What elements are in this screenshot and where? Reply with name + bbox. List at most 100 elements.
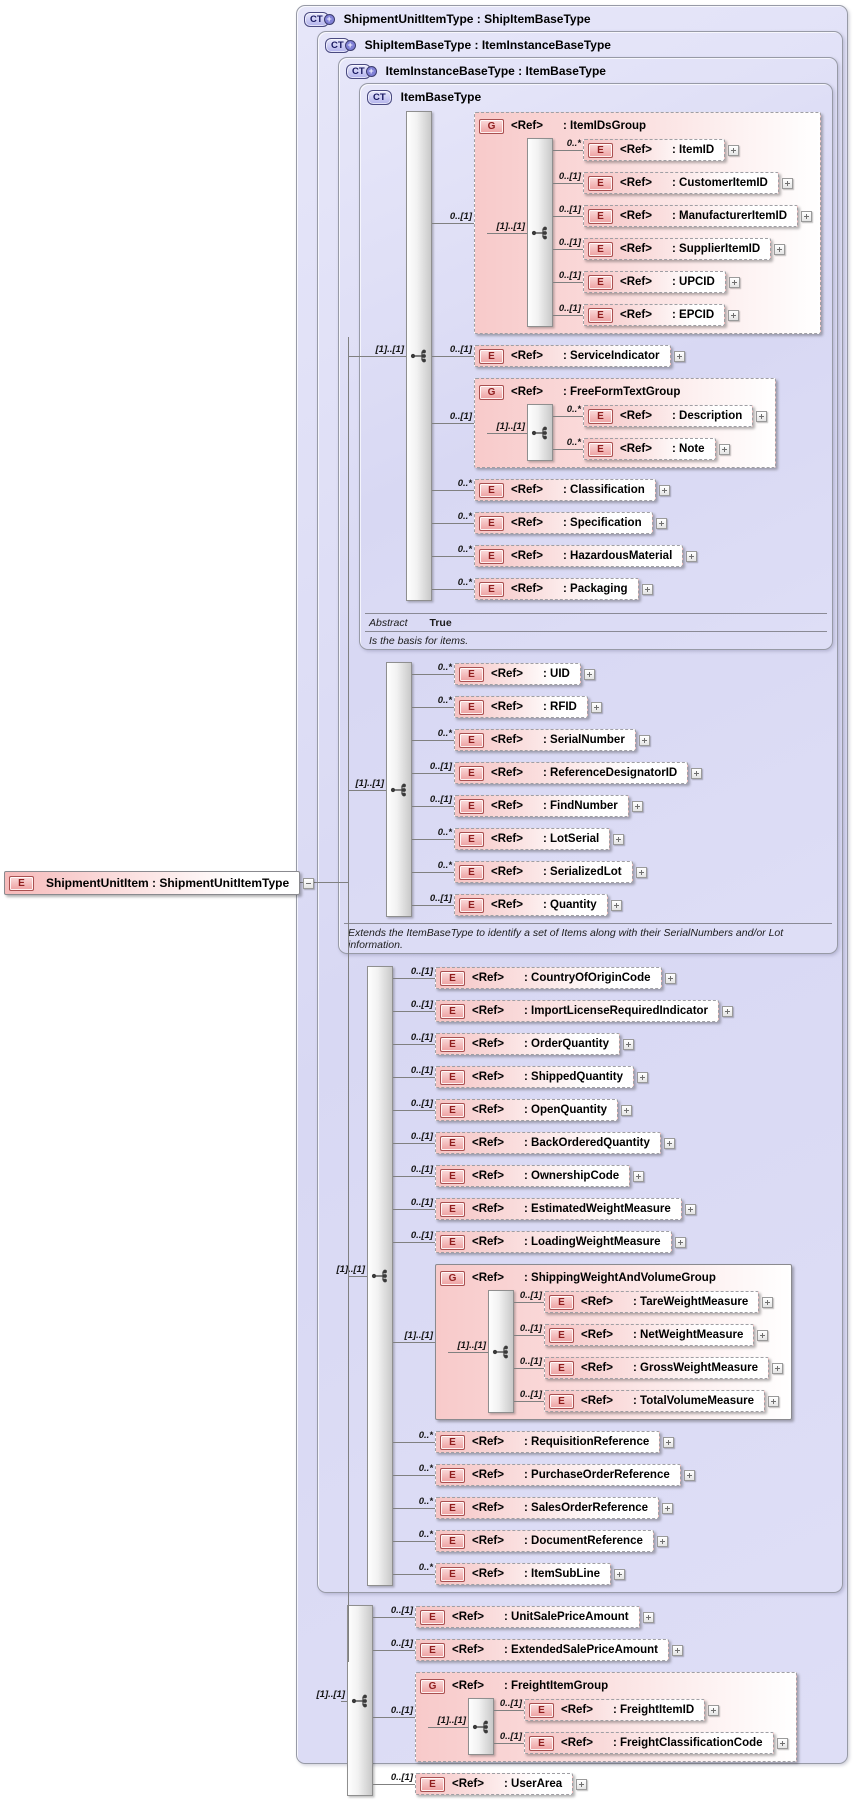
sequence-bar[interactable] [527,138,553,327]
expand-icon[interactable] [691,767,703,779]
element-box-grossweightmeasure[interactable]: E<Ref>: GrossWeightMeasure [544,1357,770,1379]
expand-icon[interactable] [781,177,793,189]
expand-icon[interactable] [662,1502,674,1514]
expand-icon[interactable] [576,1778,588,1790]
expand-icon[interactable] [756,410,768,422]
element-box-unitsalepriceamount[interactable]: E<Ref>: UnitSalePriceAmount [415,1606,640,1628]
complextype-header-shipitembasetype[interactable]: CT+ ShipItemBaseType : ItemInstanceBaseT… [318,32,842,57]
element-box-specification[interactable]: E<Ref>: Specification [474,512,653,534]
element-box-rfid[interactable]: E<Ref>: RFID [454,696,588,718]
group-header[interactable]: G <Ref> : ItemIDsGroup [479,116,812,136]
expand-icon[interactable] [655,517,667,529]
expand-icon[interactable] [590,701,602,713]
element-box-manufactureritemid[interactable]: E<Ref>: ManufacturerItemID [583,205,799,227]
expand-icon[interactable] [728,144,740,156]
element-box-shippedquantity[interactable]: E<Ref>: ShippedQuantity [435,1066,635,1088]
sequence-bar[interactable] [367,966,393,1586]
expand-icon[interactable] [583,668,595,680]
expand-icon[interactable] [801,210,813,222]
expand-icon[interactable] [614,1568,626,1580]
element-box-upcid[interactable]: E<Ref>: UPCID [583,271,726,293]
group-box-itemidsgroup[interactable]: G <Ref> : ItemIDsGroup [1]..[1] [474,112,822,334]
expand-icon[interactable] [635,866,647,878]
complextype-header-iteminstancebasetype[interactable]: CT+ ItemInstanceBaseType : ItemBaseType [339,58,837,83]
element-box-importlicenserequiredindicator[interactable]: E<Ref>: ImportLicenseRequiredIndicator [435,1000,720,1022]
expand-icon[interactable] [672,1644,684,1656]
sequence-bar[interactable] [347,1605,373,1796]
element-box-shipmentunititem[interactable]: E ShipmentUnitItem : ShipmentUnitItemTyp… [4,871,301,895]
element-box-serialnumber[interactable]: E<Ref>: SerialNumber [454,729,636,751]
expand-icon[interactable] [718,443,730,455]
group-header[interactable]: G <Ref> : FreightItemGroup [420,1676,788,1696]
element-box-quantity[interactable]: E<Ref>: Quantity [454,894,608,916]
element-box-purchaseorderreference[interactable]: E<Ref>: PurchaseOrderReference [435,1464,681,1486]
expand-icon[interactable] [768,1395,779,1407]
expand-icon[interactable] [658,484,670,496]
element-box-ownershipcode[interactable]: E<Ref>: OwnershipCode [435,1165,631,1187]
element-box-freightclassificationcode[interactable]: E<Ref>: FreightClassificationCode [524,1732,774,1754]
complextype-header-itembasetype[interactable]: CT ItemBaseType [360,84,832,109]
expand-icon[interactable] [642,1611,654,1623]
expand-icon[interactable] [776,1737,788,1749]
expand-icon[interactable] [684,1203,696,1215]
element-box-orderquantity[interactable]: E<Ref>: OrderQuantity [435,1033,620,1055]
group-box-freightitemgroup[interactable]: G <Ref> : FreightItemGroup [1]..[1] 0..[… [415,1672,797,1762]
element-box-lotserial[interactable]: E<Ref>: LotSerial [454,828,611,850]
group-header[interactable]: G <Ref> : FreeFormTextGroup [479,382,767,402]
expand-icon[interactable] [708,1704,720,1716]
sequence-bar[interactable] [406,111,432,601]
element-box-serializedlot[interactable]: E<Ref>: SerializedLot [454,861,633,883]
sequence-bar[interactable] [527,404,553,461]
element-box-totalvolumemeasure[interactable]: E<Ref>: TotalVolumeMeasure [544,1390,765,1412]
element-box-extendedsalepriceamount[interactable]: E<Ref>: ExtendedSalePriceAmount [415,1639,670,1661]
expand-icon[interactable] [641,583,653,595]
collapse-icon[interactable] [303,877,315,889]
complextype-header-shipmentunititemtype[interactable]: CT+ ShipmentUnitItemType : ShipItemBaseT… [297,6,847,31]
expand-icon[interactable] [728,309,740,321]
element-box-hazardousmaterial[interactable]: E<Ref>: HazardousMaterial [474,545,684,567]
element-box-classification[interactable]: E<Ref>: Classification [474,479,656,501]
element-box-tareweightmeasure[interactable]: E<Ref>: TareWeightMeasure [544,1291,760,1313]
element-box-supplieritemid[interactable]: E<Ref>: SupplierItemID [583,238,772,260]
element-box-loadingweightmeasure[interactable]: E<Ref>: LoadingWeightMeasure [435,1231,672,1253]
expand-icon[interactable] [638,734,650,746]
element-box-freightitemid[interactable]: E<Ref>: FreightItemID [524,1699,706,1721]
expand-icon[interactable] [728,276,740,288]
expand-icon[interactable] [674,1236,686,1248]
element-box-description[interactable]: E<Ref>: Description [583,405,754,427]
sequence-bar[interactable] [468,1698,494,1755]
root-element-shipmentunititem[interactable]: E ShipmentUnitItem : ShipmentUnitItemTyp… [4,871,315,895]
element-box-requisitionreference[interactable]: E<Ref>: RequisitionReference [435,1431,661,1453]
group-box-freeformtextgroup[interactable]: G <Ref> : FreeFormTextGroup [1]..[1] [474,378,777,468]
sequence-bar[interactable] [386,662,412,917]
expand-icon[interactable] [631,800,643,812]
expand-icon[interactable] [774,243,786,255]
element-box-documentreference[interactable]: E<Ref>: DocumentReference [435,1530,654,1552]
expand-icon[interactable] [663,1137,675,1149]
element-box-userarea[interactable]: E<Ref>: UserArea [415,1773,574,1795]
element-box-note[interactable]: E<Ref>: Note [583,438,716,460]
element-box-itemid[interactable]: E<Ref>: ItemID [583,139,726,161]
expand-icon[interactable] [663,1436,675,1448]
group-box-shippingweightandvolumegroup[interactable]: G <Ref> : ShippingWeightAndVolumeGroup [… [435,1264,793,1420]
expand-icon[interactable] [772,1362,784,1374]
element-box-serviceindicator[interactable]: E<Ref>: ServiceIndicator [474,345,671,367]
element-box-estimatedweightmeasure[interactable]: E<Ref>: EstimatedWeightMeasure [435,1198,682,1220]
element-box-epcid[interactable]: E<Ref>: EPCID [583,304,726,326]
expand-icon[interactable] [686,550,698,562]
expand-icon[interactable] [633,1170,645,1182]
expand-icon[interactable] [610,899,622,911]
element-box-customeritemid[interactable]: E<Ref>: CustomerItemID [583,172,779,194]
element-box-itemsubline[interactable]: E<Ref>: ItemSubLine [435,1563,612,1585]
element-box-backorderedquantity[interactable]: E<Ref>: BackOrderedQuantity [435,1132,661,1154]
expand-icon[interactable] [656,1535,668,1547]
sequence-bar[interactable] [488,1290,514,1413]
expand-icon[interactable] [673,350,685,362]
expand-icon[interactable] [722,1005,734,1017]
element-box-countryoforigincode[interactable]: E<Ref>: CountryOfOriginCode [435,967,662,989]
expand-icon[interactable] [613,833,625,845]
expand-icon[interactable] [762,1296,774,1308]
expand-icon[interactable] [664,972,676,984]
group-header[interactable]: G <Ref> : ShippingWeightAndVolumeGroup [440,1268,783,1288]
element-box-netweightmeasure[interactable]: E<Ref>: NetWeightMeasure [544,1324,755,1346]
